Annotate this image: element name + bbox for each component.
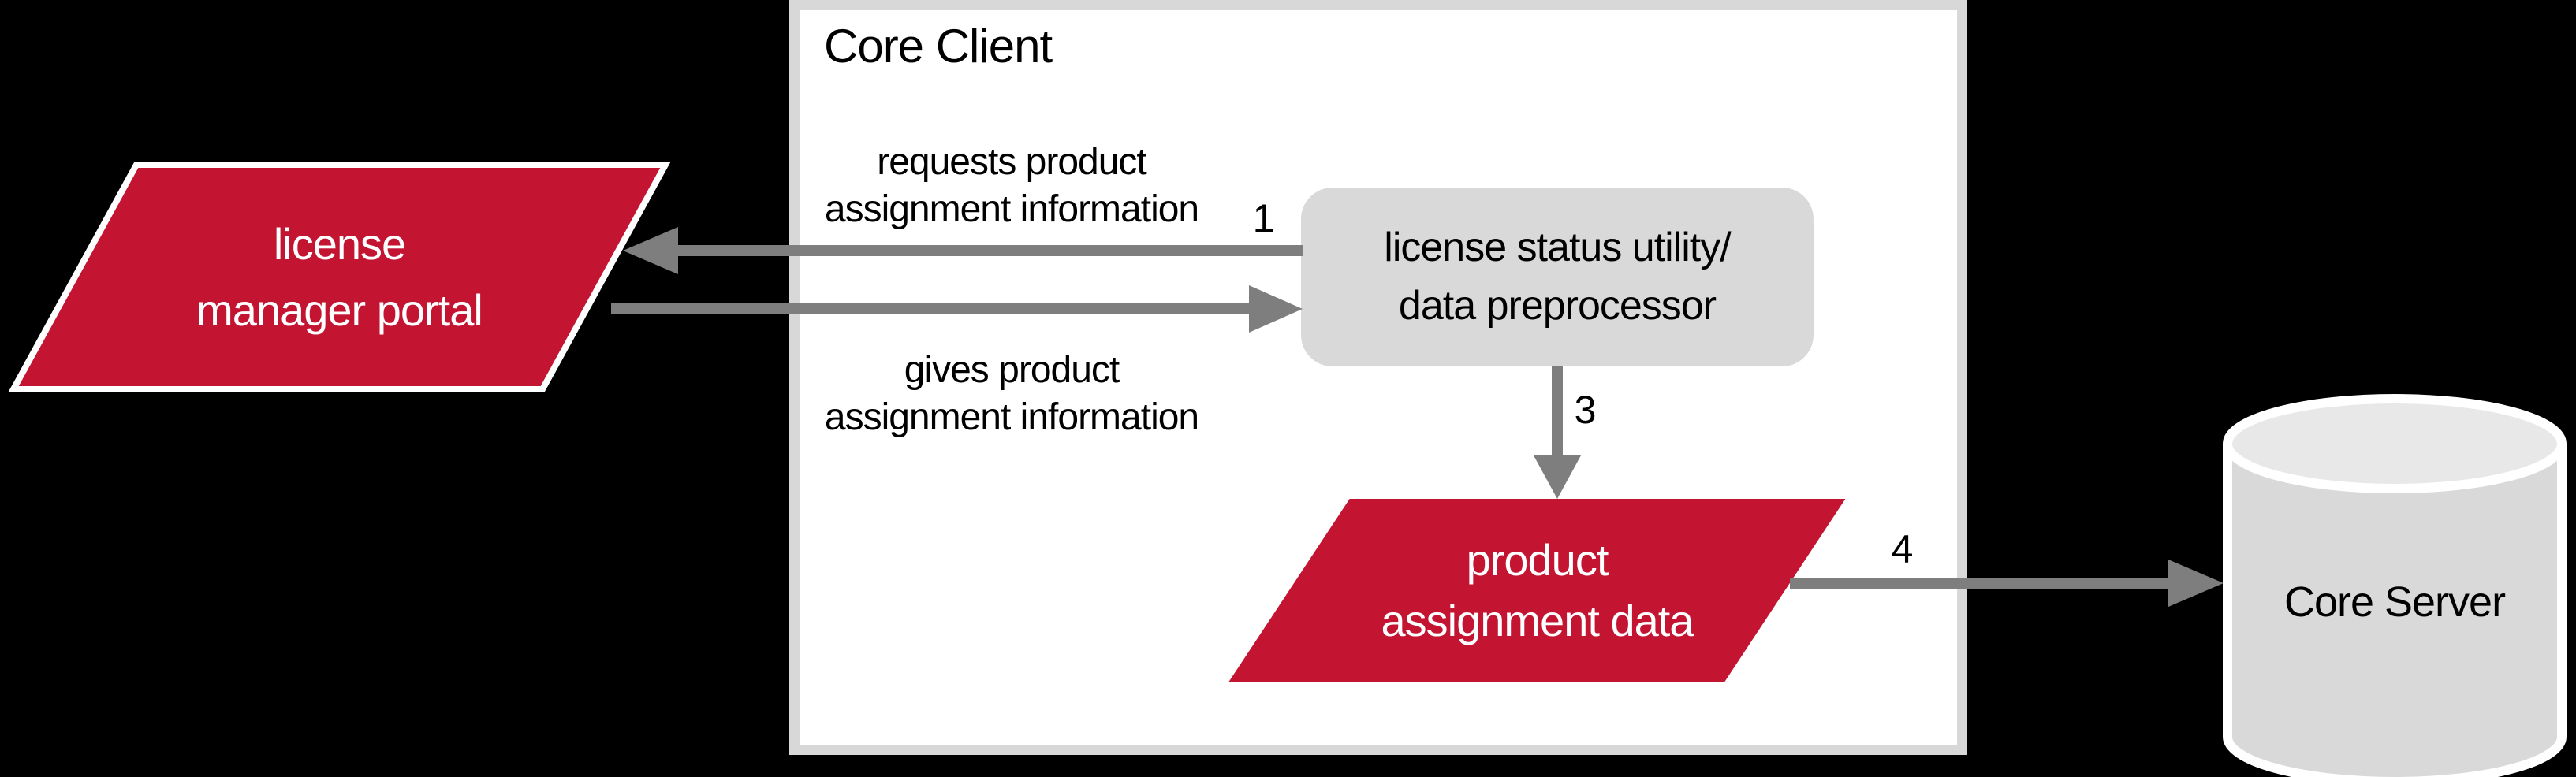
pad-label-line1: product [1466,534,1609,585]
license-status-utility-shape [1301,188,1814,366]
store-arrow [1790,560,2224,607]
requests-arrow-caption: requests product assignment information [736,139,1288,234]
requests-caption-line1: requests product [877,141,1147,183]
pad-label-line2: assignment data [1381,596,1694,645]
requests-caption-line2: assignment information [824,188,1199,231]
core-server-cylinder-body [2223,444,2567,777]
store-arrow-number: 4 [1891,527,1914,571]
portal-label-line1: license [273,218,406,269]
requests-arrow [623,227,1303,274]
core-server-cylinder-top [2223,394,2567,493]
preprocess-arrow [1534,366,1581,499]
requests-arrow-number: 1 [1252,196,1275,240]
utility-label-line2: data preprocessor [1398,282,1717,329]
gives-caption-line2: assignment information [824,396,1199,439]
product-assignment-data-label: product assignment data [1225,496,1850,684]
utility-label-line1: license status utility/ [1384,224,1731,270]
core-server-label: Core Server [2283,578,2506,626]
license-status-utility-label: license status utility/ data preprocesso… [1301,188,1814,366]
license-manager-portal-shape [8,162,671,392]
gives-arrow-caption: gives product assignment information [736,347,1288,442]
license-manager-portal-label: license manager portal [13,165,665,389]
portal-label-line2: manager portal [196,284,483,335]
product-assignment-data-shape [1220,494,1855,686]
gives-arrow [611,285,1303,333]
preprocess-arrow-number: 3 [1574,388,1597,432]
core-client-title: Core Client [824,20,1053,72]
gives-caption-line1: gives product [904,349,1120,391]
